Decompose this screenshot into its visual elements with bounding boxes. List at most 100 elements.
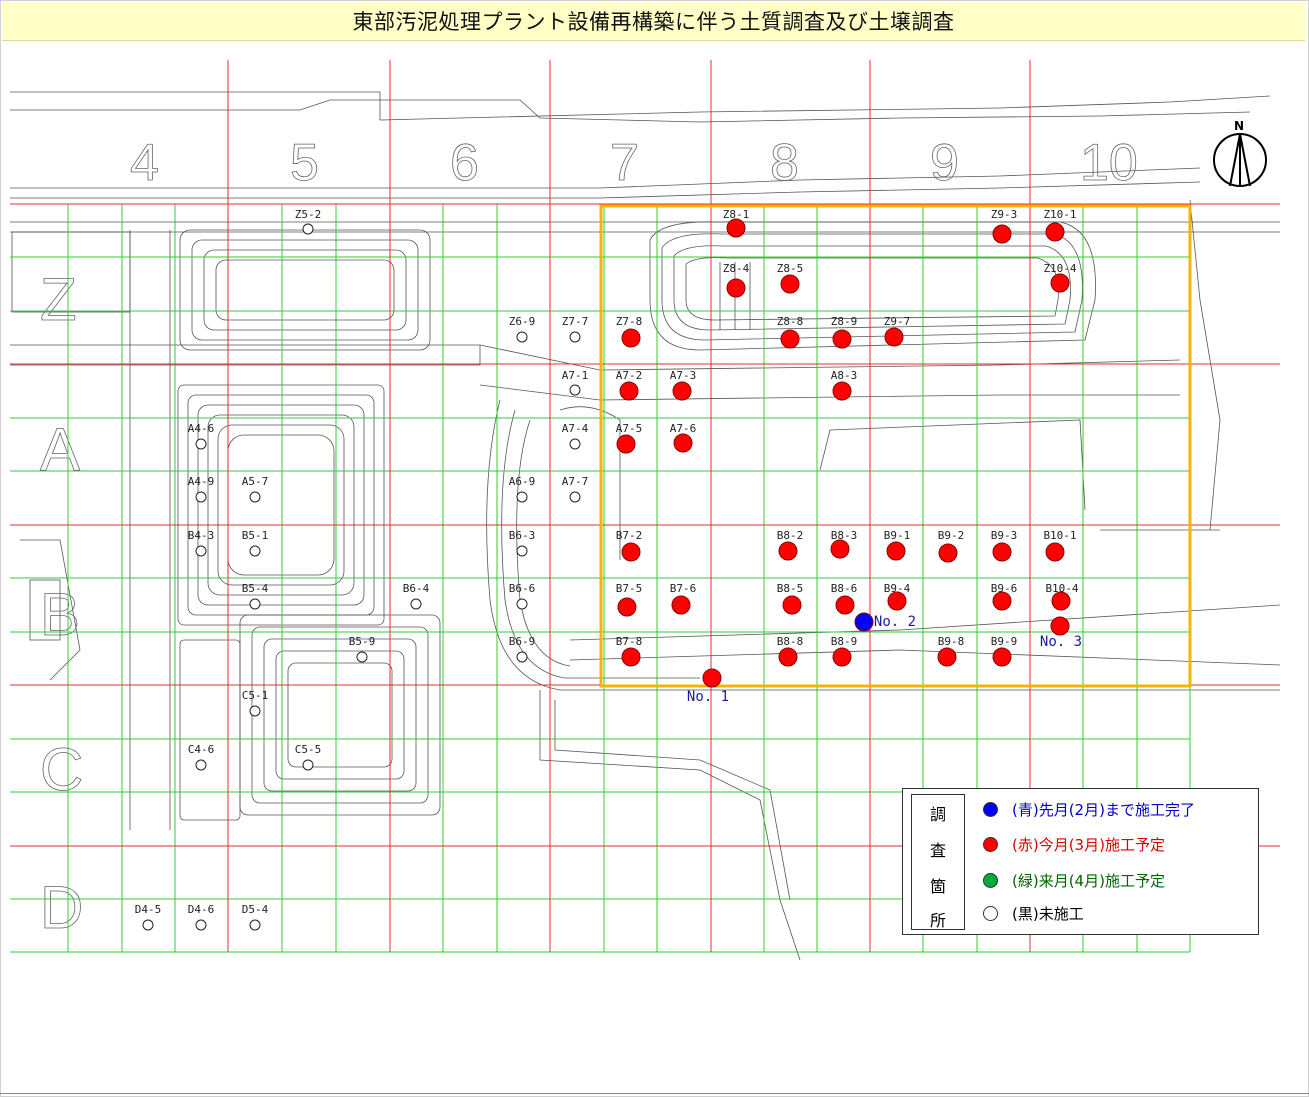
- survey-point-marker[interactable]: [673, 433, 693, 453]
- survey-point-marker[interactable]: [569, 438, 581, 450]
- survey-point-marker[interactable]: [1050, 273, 1070, 293]
- survey-point-marker[interactable]: [621, 542, 641, 562]
- survey-point-marker[interactable]: [835, 595, 855, 615]
- survey-point-marker[interactable]: [938, 543, 958, 563]
- legend-heading-char: 査: [929, 841, 946, 860]
- survey-point-marker[interactable]: [884, 327, 904, 347]
- legend-item-this-month: (赤)今月(3月)施工予定: [983, 834, 1165, 855]
- survey-point-label: D5-4: [242, 903, 269, 916]
- survey-point-label: A7-2: [616, 369, 643, 382]
- survey-point-marker[interactable]: [410, 598, 422, 610]
- survey-point-marker[interactable]: [832, 381, 852, 401]
- survey-point-marker[interactable]: [782, 595, 802, 615]
- survey-point-marker[interactable]: [195, 438, 207, 450]
- survey-point-marker[interactable]: [249, 705, 261, 717]
- survey-point-label: B10-4: [1045, 582, 1078, 595]
- survey-point-marker[interactable]: [992, 647, 1012, 667]
- survey-point-marker[interactable]: [671, 595, 691, 615]
- survey-point-marker[interactable]: [302, 759, 314, 771]
- survey-point-label: B6-3: [509, 529, 536, 542]
- survey-point-marker[interactable]: [569, 384, 581, 396]
- survey-point-label: B8-5: [777, 582, 804, 595]
- north-compass: N: [1213, 119, 1267, 187]
- survey-point-marker[interactable]: [702, 668, 722, 688]
- survey-point-marker[interactable]: [726, 218, 746, 238]
- survey-point-marker[interactable]: [672, 381, 692, 401]
- survey-point-marker[interactable]: [778, 541, 798, 561]
- survey-point-marker[interactable]: [854, 612, 874, 632]
- survey-point-marker[interactable]: [726, 278, 746, 298]
- survey-point-marker[interactable]: [142, 919, 154, 931]
- survey-point-label: B7-8: [616, 635, 643, 648]
- survey-point-label: Z8-4: [723, 262, 750, 275]
- survey-point-label: A4-9: [188, 475, 215, 488]
- survey-point-label: B5-4: [242, 582, 269, 595]
- survey-point-marker[interactable]: [249, 919, 261, 931]
- survey-point-marker[interactable]: [617, 597, 637, 617]
- survey-point-label: A7-7: [562, 475, 589, 488]
- legend-heading-char: 調: [929, 805, 946, 824]
- survey-point-marker[interactable]: [249, 598, 261, 610]
- svg-text:6: 6: [450, 134, 479, 192]
- survey-point-marker[interactable]: [569, 331, 581, 343]
- survey-point-marker[interactable]: [619, 381, 639, 401]
- survey-point-marker[interactable]: [195, 759, 207, 771]
- survey-point-marker[interactable]: [249, 545, 261, 557]
- survey-point-marker[interactable]: [832, 647, 852, 667]
- legend-item-completed: (青)先月(2月)まで施工完了: [983, 799, 1195, 820]
- survey-point-marker[interactable]: [195, 545, 207, 557]
- survey-point-marker[interactable]: [992, 591, 1012, 611]
- survey-point-marker[interactable]: [302, 223, 314, 235]
- survey-point-marker[interactable]: [616, 434, 636, 454]
- site-plan-linework: 4 5 6 7 8 9 10 Z A B C D: [10, 91, 1281, 961]
- survey-point-marker[interactable]: [778, 647, 798, 667]
- survey-point-marker[interactable]: [569, 491, 581, 503]
- legend: 調 査 箇 所 (青)先月(2月)まで施工完了 (赤)今月(3月)施工予定 (緑…: [902, 788, 1259, 935]
- legend-item-not-started: (黒)未施工: [983, 903, 1084, 924]
- survey-point-marker[interactable]: [621, 328, 641, 348]
- survey-point-label: A7-4: [562, 422, 589, 435]
- survey-point-marker[interactable]: [886, 541, 906, 561]
- survey-point-marker[interactable]: [992, 542, 1012, 562]
- survey-point-marker[interactable]: [1050, 616, 1070, 636]
- survey-point-marker[interactable]: [195, 491, 207, 503]
- survey-point-marker[interactable]: [195, 919, 207, 931]
- survey-point-marker[interactable]: [832, 329, 852, 349]
- survey-point-marker[interactable]: [887, 591, 907, 611]
- survey-point-label: D4-5: [135, 903, 162, 916]
- legend-item-text: (黒)未施工: [1012, 905, 1084, 923]
- white-dot-icon: [983, 906, 998, 921]
- survey-area-outline: [599, 204, 1192, 688]
- survey-point-label: A7-3: [670, 369, 697, 382]
- survey-point-marker[interactable]: [516, 331, 528, 343]
- red-dot-icon: [983, 837, 998, 852]
- survey-point-marker[interactable]: [780, 274, 800, 294]
- survey-point-label: A6-9: [509, 475, 536, 488]
- survey-point-label: No. 1: [687, 689, 729, 705]
- survey-point-marker[interactable]: [516, 545, 528, 557]
- survey-point-marker[interactable]: [830, 539, 850, 559]
- survey-point-marker[interactable]: [780, 329, 800, 349]
- survey-point-label: No. 2: [874, 614, 916, 630]
- survey-point-marker[interactable]: [1045, 222, 1065, 242]
- survey-point-marker[interactable]: [516, 491, 528, 503]
- survey-point-label: B9-3: [991, 529, 1018, 542]
- page-title: 東部汚泥処理プラント設備再構築に伴う土質調査及び土壌調査: [2, 2, 1305, 41]
- survey-point-label: A7-6: [670, 422, 697, 435]
- survey-point-label: Z8-5: [777, 262, 804, 275]
- survey-point-label: D4-6: [188, 903, 215, 916]
- survey-point-marker[interactable]: [1051, 591, 1071, 611]
- survey-point-marker[interactable]: [516, 598, 528, 610]
- survey-point-marker[interactable]: [992, 224, 1012, 244]
- survey-point-marker[interactable]: [516, 651, 528, 663]
- survey-point-label: B8-8: [777, 635, 804, 648]
- survey-point-marker[interactable]: [937, 647, 957, 667]
- survey-point-marker[interactable]: [621, 647, 641, 667]
- survey-point-marker[interactable]: [356, 651, 368, 663]
- survey-point-marker[interactable]: [249, 491, 261, 503]
- survey-point-label: C5-1: [242, 689, 269, 702]
- survey-point-label: B5-9: [349, 635, 376, 648]
- survey-point-label: Z7-8: [616, 315, 643, 328]
- survey-point-marker[interactable]: [1045, 542, 1065, 562]
- survey-point-label: B4-3: [188, 529, 215, 542]
